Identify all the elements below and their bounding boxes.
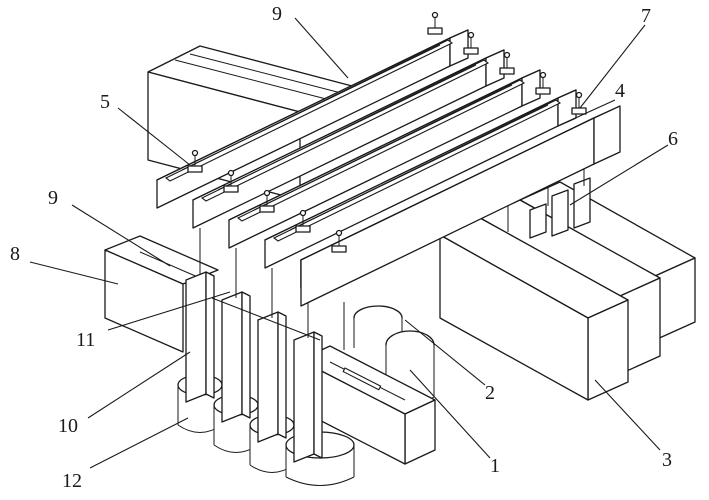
- stud-rear-3: [499, 51, 515, 75]
- stud-rear-5: [571, 91, 587, 115]
- leader-9b: [71, 204, 171, 267]
- left-block: [104, 235, 219, 353]
- leader-9a: [294, 17, 349, 79]
- leader-lines: [29, 17, 669, 469]
- leader-1: [409, 369, 491, 459]
- stud-front-3: [259, 189, 275, 213]
- beam-2: [192, 49, 505, 229]
- label-10: 10: [58, 415, 78, 437]
- bolt-studs: [187, 11, 587, 253]
- leader-10: [87, 351, 191, 419]
- stud-front-4: [295, 209, 311, 233]
- beam-4: [264, 89, 577, 269]
- label-5: 5: [100, 91, 110, 113]
- stud-rear-4: [535, 71, 551, 95]
- leader-2: [404, 319, 486, 386]
- label-9b: 9: [48, 187, 58, 209]
- leader-8: [29, 261, 119, 285]
- label-1: 1: [490, 455, 500, 477]
- leader-4: [559, 99, 616, 126]
- leader-11: [107, 291, 231, 331]
- label-4: 4: [615, 80, 625, 102]
- stud-front-1: [187, 149, 203, 173]
- stud-front-2: [223, 169, 239, 193]
- label-6: 6: [668, 128, 678, 150]
- leader-12: [89, 417, 189, 469]
- leader-7: [579, 24, 646, 109]
- stud-rear-1: [427, 11, 443, 35]
- stud-front-5: [331, 229, 347, 253]
- right-base-block-front: [439, 217, 629, 401]
- leader-6: [569, 144, 669, 206]
- label-2: 2: [485, 382, 495, 404]
- beam-5-end: [593, 105, 621, 165]
- label-11: 11: [76, 329, 95, 351]
- vertical-plates: [185, 177, 591, 463]
- leader-5: [117, 107, 191, 166]
- support-rods: [199, 160, 585, 350]
- label-7: 7: [641, 5, 651, 27]
- leader-3: [594, 379, 661, 451]
- label-9a: 9: [272, 3, 282, 25]
- beam-3: [228, 69, 541, 249]
- label-12: 12: [62, 470, 82, 492]
- stud-rear-2: [463, 31, 479, 55]
- beam-1: [156, 29, 469, 209]
- label-3: 3: [662, 449, 672, 471]
- front-lower-block: [299, 345, 436, 465]
- part-labels: 1 2 3 4 5 6 7 8 9 9 10 11 12: [10, 3, 678, 492]
- label-8: 8: [10, 243, 20, 265]
